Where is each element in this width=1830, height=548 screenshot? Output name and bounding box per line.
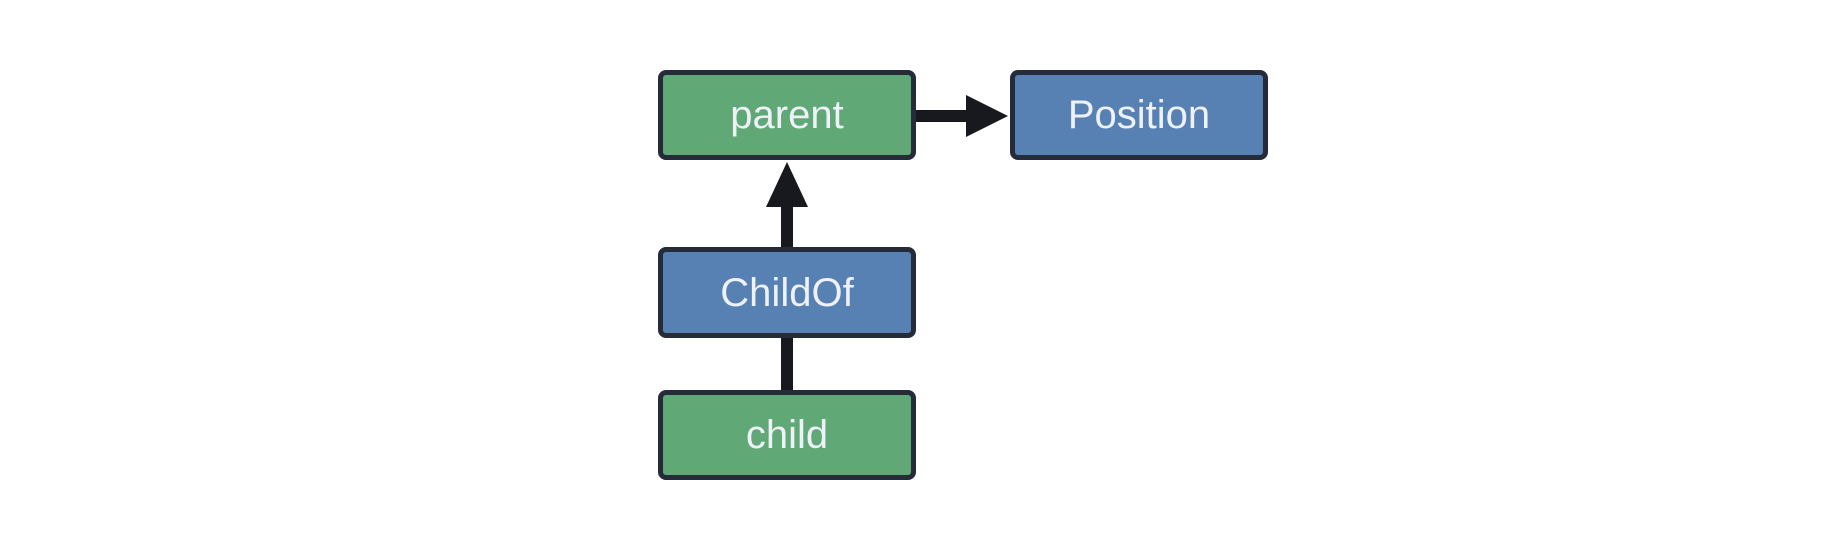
- node-childof: ChildOf: [658, 247, 916, 338]
- edge-child-childof-line: [781, 336, 793, 392]
- node-position: Position: [1010, 70, 1268, 160]
- node-child-label: child: [745, 413, 829, 457]
- node-child: child: [658, 390, 916, 480]
- arrowhead-up-icon: [766, 162, 808, 207]
- node-position-label: Position: [1067, 93, 1211, 137]
- node-childof-label: ChildOf: [720, 270, 854, 315]
- node-parent: parent: [658, 70, 916, 160]
- edge-child-childof: [781, 336, 793, 392]
- edge-childof-parent-shaft: [781, 204, 793, 249]
- edge-childof-parent: [766, 162, 808, 249]
- edge-parent-position: [912, 95, 1008, 137]
- arrowhead-right-icon: [966, 95, 1008, 137]
- edge-parent-position-shaft: [912, 110, 972, 122]
- node-parent-label: parent: [730, 93, 844, 137]
